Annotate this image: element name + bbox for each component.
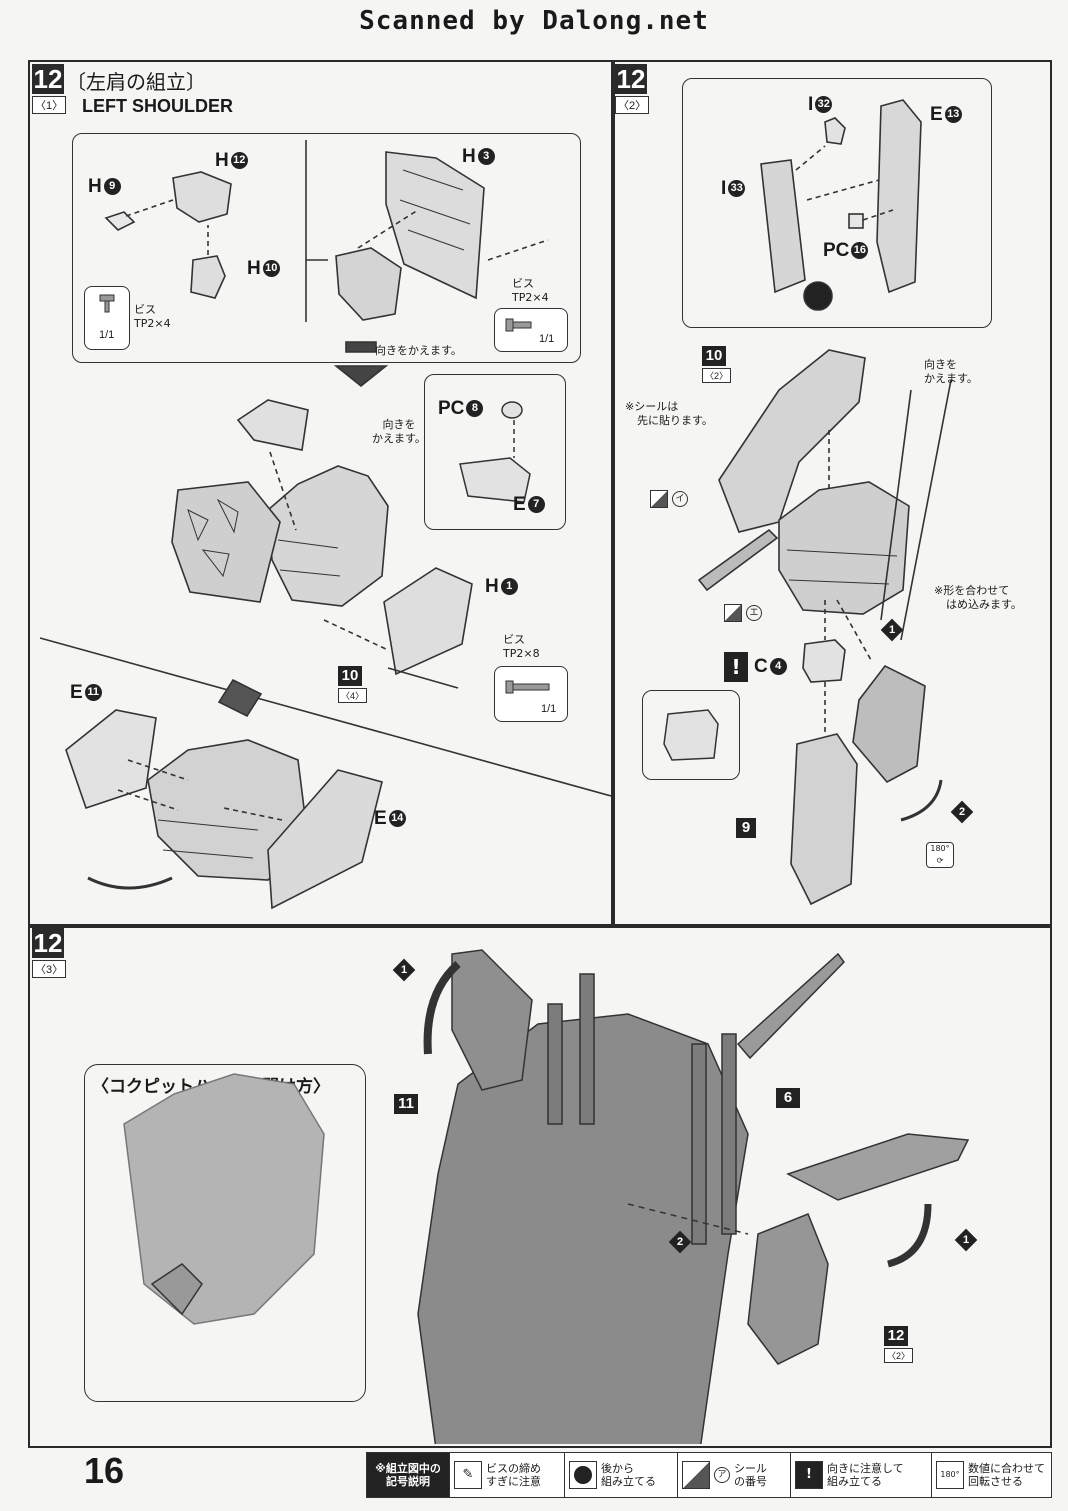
- screw-caution-icon: ✎: [454, 1461, 482, 1489]
- step3-marker-1b: 1: [954, 1228, 978, 1252]
- legend-title: ※組立図中の記号説明: [367, 1453, 450, 1497]
- ref-tag-6: 6: [776, 1088, 800, 1108]
- step-number-12-2: 12: [615, 64, 647, 94]
- note-fit: ※形を合わせてはめ込みます。: [934, 584, 1022, 611]
- legend-item-rotate: 180° 数値に合わせて回転させる: [932, 1453, 1051, 1497]
- step12-1-drawing: [39, 140, 611, 910]
- step12-3-panel: [28, 924, 1052, 1448]
- ref-tag-12-sub: 〈2〉: [884, 1348, 914, 1363]
- page-number: 16: [84, 1450, 125, 1491]
- legend-item-sticker: ア シールの番号: [678, 1453, 791, 1497]
- legend-item-direction: ! 向きに注意して組み立てる: [791, 1453, 932, 1497]
- ref-tag-12: 12: [884, 1326, 908, 1346]
- step12-2-panel: [611, 60, 1052, 928]
- ref-tag-9: 9: [736, 818, 756, 838]
- screw-right-qty: 1/1: [539, 333, 555, 345]
- note-turn-2: 向きをかえます。: [372, 418, 426, 445]
- step-sub-2: 〈2〉: [615, 96, 650, 114]
- step-sub-1: 〈1〉: [32, 96, 67, 114]
- legend-item-screw: ✎ ビスの締めすぎに注意: [450, 1453, 565, 1497]
- sub-assembly-box: [72, 133, 581, 363]
- step-number-12-3: 12: [32, 928, 64, 958]
- sticker-b: エ: [724, 604, 762, 622]
- screw-long-qty: 1/1: [541, 703, 557, 715]
- step12-1-title-en: LEFT SHOULDER: [82, 96, 233, 116]
- sticker-icon: [650, 490, 668, 508]
- direction-caution-icon: !: [795, 1461, 823, 1489]
- assemble-later-icon: [569, 1461, 597, 1489]
- screw-icon: [505, 680, 550, 694]
- step12-1-title-jp: 〔左肩の組立〕: [66, 70, 206, 94]
- step12-3-drawing: [123, 949, 970, 1444]
- direction-caution-icon: !: [724, 652, 748, 682]
- symbol-legend: ※組立図中の記号説明 ✎ ビスの締めすぎに注意 後から組み立てる ア シールの番…: [366, 1452, 1052, 1498]
- step-marker-1: 1: [880, 618, 904, 642]
- note-sticker: ※シールは先に貼ります。: [625, 400, 713, 427]
- step3-marker-2: 2: [668, 1230, 692, 1254]
- screw-icon: [505, 318, 532, 332]
- screw-icon: [99, 294, 115, 313]
- rotate-icon: 180°: [936, 1461, 964, 1489]
- legend-item-later: 後から組み立てる: [565, 1453, 678, 1497]
- ref-tag-11: 11: [394, 1094, 418, 1114]
- c4-inset-drawing: [663, 709, 719, 761]
- step12-2-drawing: [697, 99, 952, 906]
- screw-card-right: 1/1: [494, 308, 568, 352]
- step-number-12-1: 12: [32, 64, 64, 94]
- scan-watermark-title: Scanned by Dalong.net: [359, 6, 709, 36]
- ref-tag-10-2-sub: 〈2〉: [702, 368, 732, 383]
- sticker-a: イ: [650, 490, 688, 508]
- step3-marker-1: 1: [392, 958, 416, 982]
- step-sub-3: 〈3〉: [32, 960, 67, 978]
- ref-tag-10-4: 10: [338, 666, 362, 686]
- screw-card-long: 1/1: [494, 666, 568, 722]
- ref-tag-10-4-sub: 〈4〉: [338, 688, 368, 703]
- note-turn: 向きをかえます。: [375, 344, 462, 357]
- sticker-icon: [724, 604, 742, 622]
- note-turn-right: 向きをかえます。: [924, 358, 978, 385]
- screw-card-left: 1/1: [84, 286, 130, 350]
- step12-1-panel: [28, 60, 615, 928]
- ref-tag-10-2: 10: [702, 346, 726, 366]
- sticker-number-icon: [682, 1461, 710, 1489]
- screw-left-qty: 1/1: [99, 329, 115, 341]
- rotate-icon: 180°⟳: [926, 842, 954, 868]
- step-marker-2: 2: [950, 800, 974, 824]
- pc8-inset-drawing: [459, 401, 531, 503]
- sticker-glyph: ア: [714, 1467, 730, 1483]
